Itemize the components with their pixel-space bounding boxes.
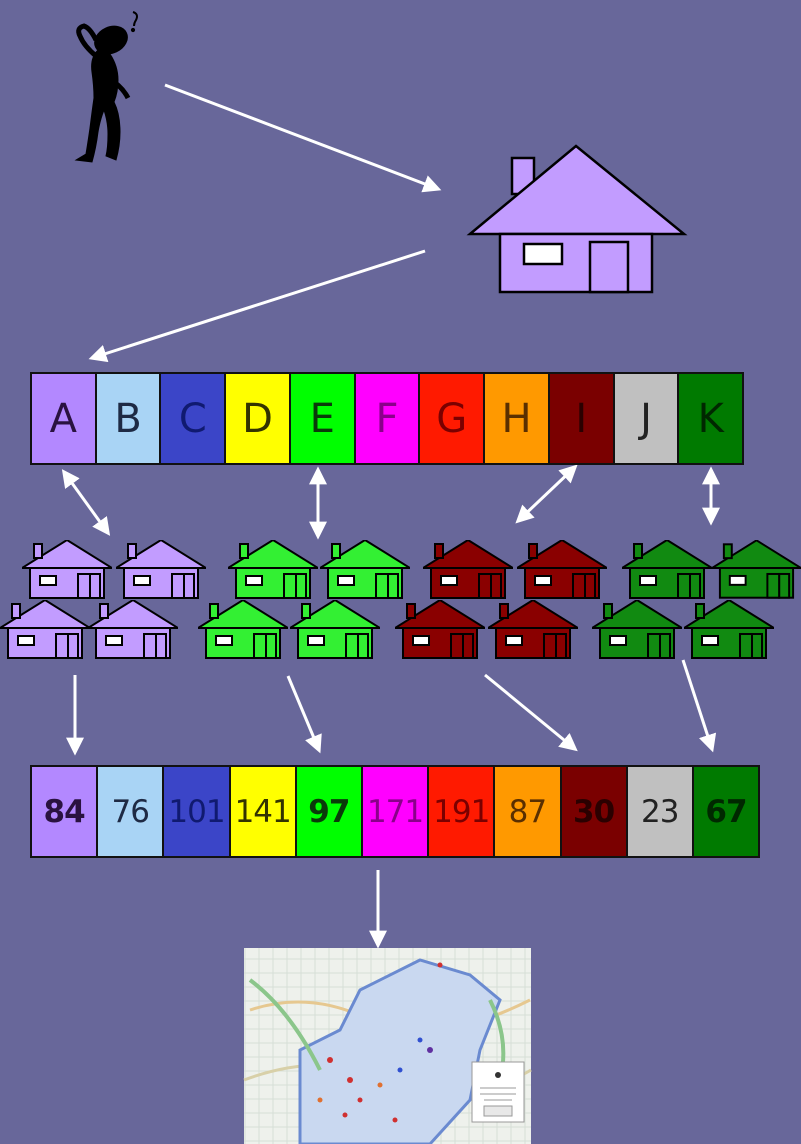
house-group-a <box>0 540 206 658</box>
letter-cell-a: A <box>32 374 97 463</box>
value-cell-g: 191 <box>429 767 495 856</box>
arrow-group-i-to-value <box>485 675 575 749</box>
value-cell-e: 97 <box>297 767 363 856</box>
value-cell-c: 101 <box>164 767 230 856</box>
value-cell-f: 171 <box>363 767 429 856</box>
letter-cell-f: F <box>356 374 421 463</box>
value-cell-a: 84 <box>32 767 98 856</box>
arrow-group-k-to-value <box>683 660 712 749</box>
letter-cell-h: H <box>485 374 550 463</box>
value-cell-i: 30 <box>562 767 628 856</box>
letter-cell-d: D <box>226 374 291 463</box>
map-thumbnail-icon <box>244 948 531 1144</box>
arrow-person-to-house <box>165 85 438 189</box>
value-cell-b: 76 <box>98 767 164 856</box>
house-group-k <box>592 540 801 658</box>
letter-cell-b: B <box>97 374 162 463</box>
house-group-e <box>198 540 410 658</box>
value-cell-k: 67 <box>694 767 758 856</box>
house-icon <box>470 146 684 292</box>
letter-cell-g: G <box>420 374 485 463</box>
double-arrow-i <box>518 467 575 521</box>
value-cell-h: 87 <box>495 767 561 856</box>
value-cell-j: 23 <box>628 767 694 856</box>
thinking-person-icon <box>76 12 137 162</box>
arrow-group-e-to-value <box>288 676 319 750</box>
double-arrow-a <box>64 472 108 533</box>
letter-cell-i: I <box>550 374 615 463</box>
house-group-i <box>395 540 607 658</box>
value-cell-d: 141 <box>231 767 297 856</box>
letter-cell-e: E <box>291 374 356 463</box>
arrow-house-to-a <box>92 251 425 358</box>
letter-cell-j: J <box>615 374 680 463</box>
letter-cell-c: C <box>161 374 226 463</box>
letter-cell-k: K <box>679 374 742 463</box>
